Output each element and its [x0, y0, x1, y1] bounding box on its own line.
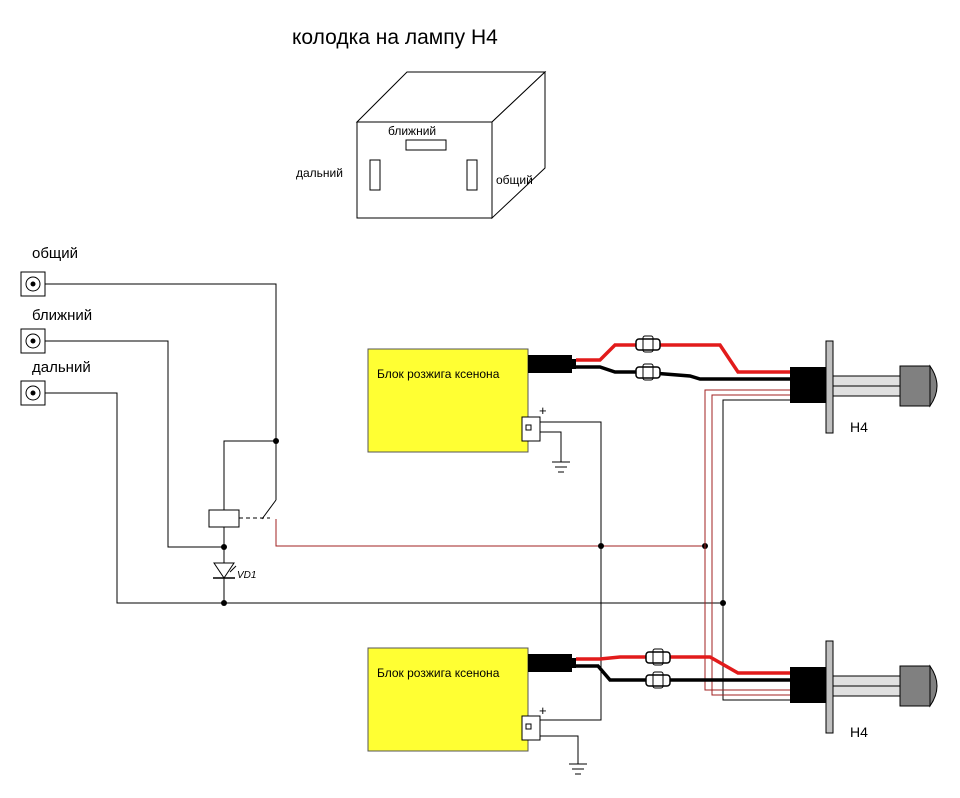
connector-slot-common — [466, 159, 478, 191]
lamp-bottom-label: H4 — [850, 724, 868, 740]
relay — [208, 509, 270, 528]
connector-slot-low — [405, 139, 447, 151]
connector-label-low: ближний — [388, 124, 436, 138]
hv-cables-bottom — [576, 648, 790, 689]
connector-label-high: дальний — [296, 166, 343, 180]
terminal-label-common: общий — [32, 245, 78, 262]
ballast-top-plus: + — [539, 403, 547, 418]
ballast-bottom-plus: + — [539, 703, 547, 718]
terminal-high: дальний — [20, 359, 91, 406]
terminal-common: общий — [20, 245, 78, 297]
h4-lamp-top-icon: H4 — [790, 340, 938, 435]
connector-slot-high — [369, 159, 381, 191]
terminal-label-high: дальний — [32, 359, 91, 376]
h4-connector: ближний дальний общий — [296, 70, 547, 220]
ballast-top-label: Блок розжига ксенона — [377, 367, 500, 381]
ground-bottom-icon — [569, 763, 587, 775]
ballast-top: Блок розжига ксенона + — [367, 348, 576, 453]
terminal-low: ближний — [20, 307, 92, 354]
h4-lamp-bottom-icon: H4 — [790, 640, 938, 740]
ballast-bottom: Блок розжига ксенона + — [367, 647, 576, 752]
circuit-wires — [45, 283, 790, 764]
ground-top-icon — [552, 461, 570, 473]
terminal-label-low: ближний — [32, 307, 92, 324]
ballast-bottom-hv-plug — [528, 654, 572, 672]
lamp-top-label: H4 — [850, 419, 868, 435]
connector-label-common: общий — [496, 173, 533, 187]
ballast-top-hv-plug — [528, 355, 572, 373]
ballast-bottom-label: Блок розжига ксенона — [377, 666, 500, 680]
diode-vd1: VD1 — [213, 562, 256, 581]
diagram-title: колодка на лампу H4 — [292, 26, 498, 49]
relay-coil — [208, 509, 240, 528]
diode-label: VD1 — [237, 570, 256, 581]
hv-cables-top — [576, 335, 790, 381]
